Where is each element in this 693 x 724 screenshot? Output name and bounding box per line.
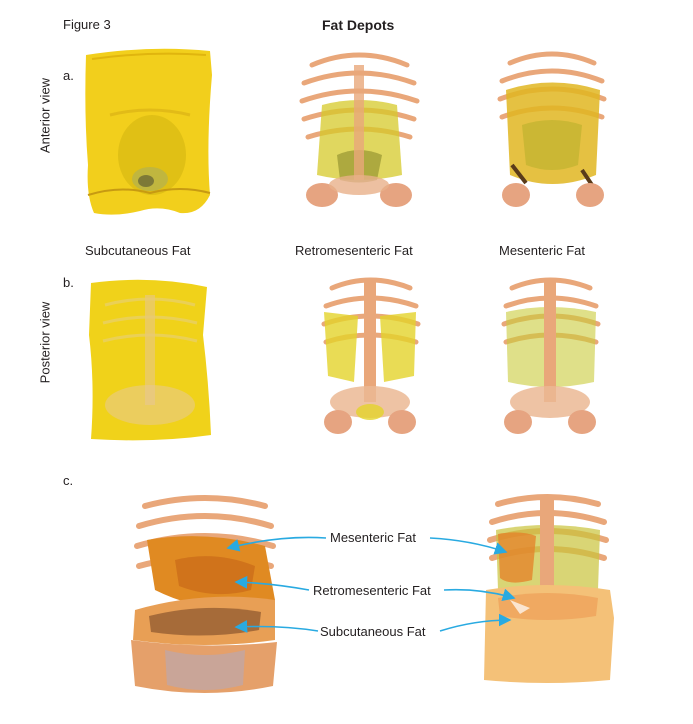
image-posterior-mesenteric	[498, 272, 603, 442]
arrow-mesenteric-left	[226, 536, 327, 552]
column-label-retromesenteric: Retromesenteric Fat	[295, 243, 413, 258]
image-posterior-retromesenteric	[318, 272, 423, 442]
arrow-mesenteric-right	[429, 537, 508, 555]
column-label-mesenteric: Mesenteric Fat	[499, 243, 585, 258]
figure-title: Fat Depots	[322, 17, 395, 33]
panel-label-b: b.	[63, 275, 74, 290]
image-cutaway-back	[480, 490, 615, 690]
arrow-subcut-right	[439, 613, 512, 632]
arrow-retro-left	[234, 575, 310, 591]
column-label-subcutaneous: Subcutaneous Fat	[85, 243, 191, 258]
arrow-retro-right	[443, 588, 516, 601]
image-anterior-mesenteric	[492, 45, 612, 215]
image-cutaway-front	[125, 490, 285, 700]
callout-mesenteric-fat: Mesenteric Fat	[330, 530, 416, 545]
panel-label-c: c.	[63, 473, 74, 488]
image-posterior-subcutaneous	[85, 275, 215, 445]
callout-subcutaneous-fat: Subcutaneous Fat	[320, 624, 426, 639]
image-anterior-subcutaneous	[80, 45, 220, 225]
panel-label-a: a.	[63, 68, 74, 83]
image-anterior-retromesenteric	[292, 45, 427, 215]
arrow-subcut-left	[234, 620, 319, 633]
callout-retromesenteric-fat: Retromesenteric Fat	[313, 583, 431, 598]
figure-label: Figure 3	[63, 17, 111, 32]
